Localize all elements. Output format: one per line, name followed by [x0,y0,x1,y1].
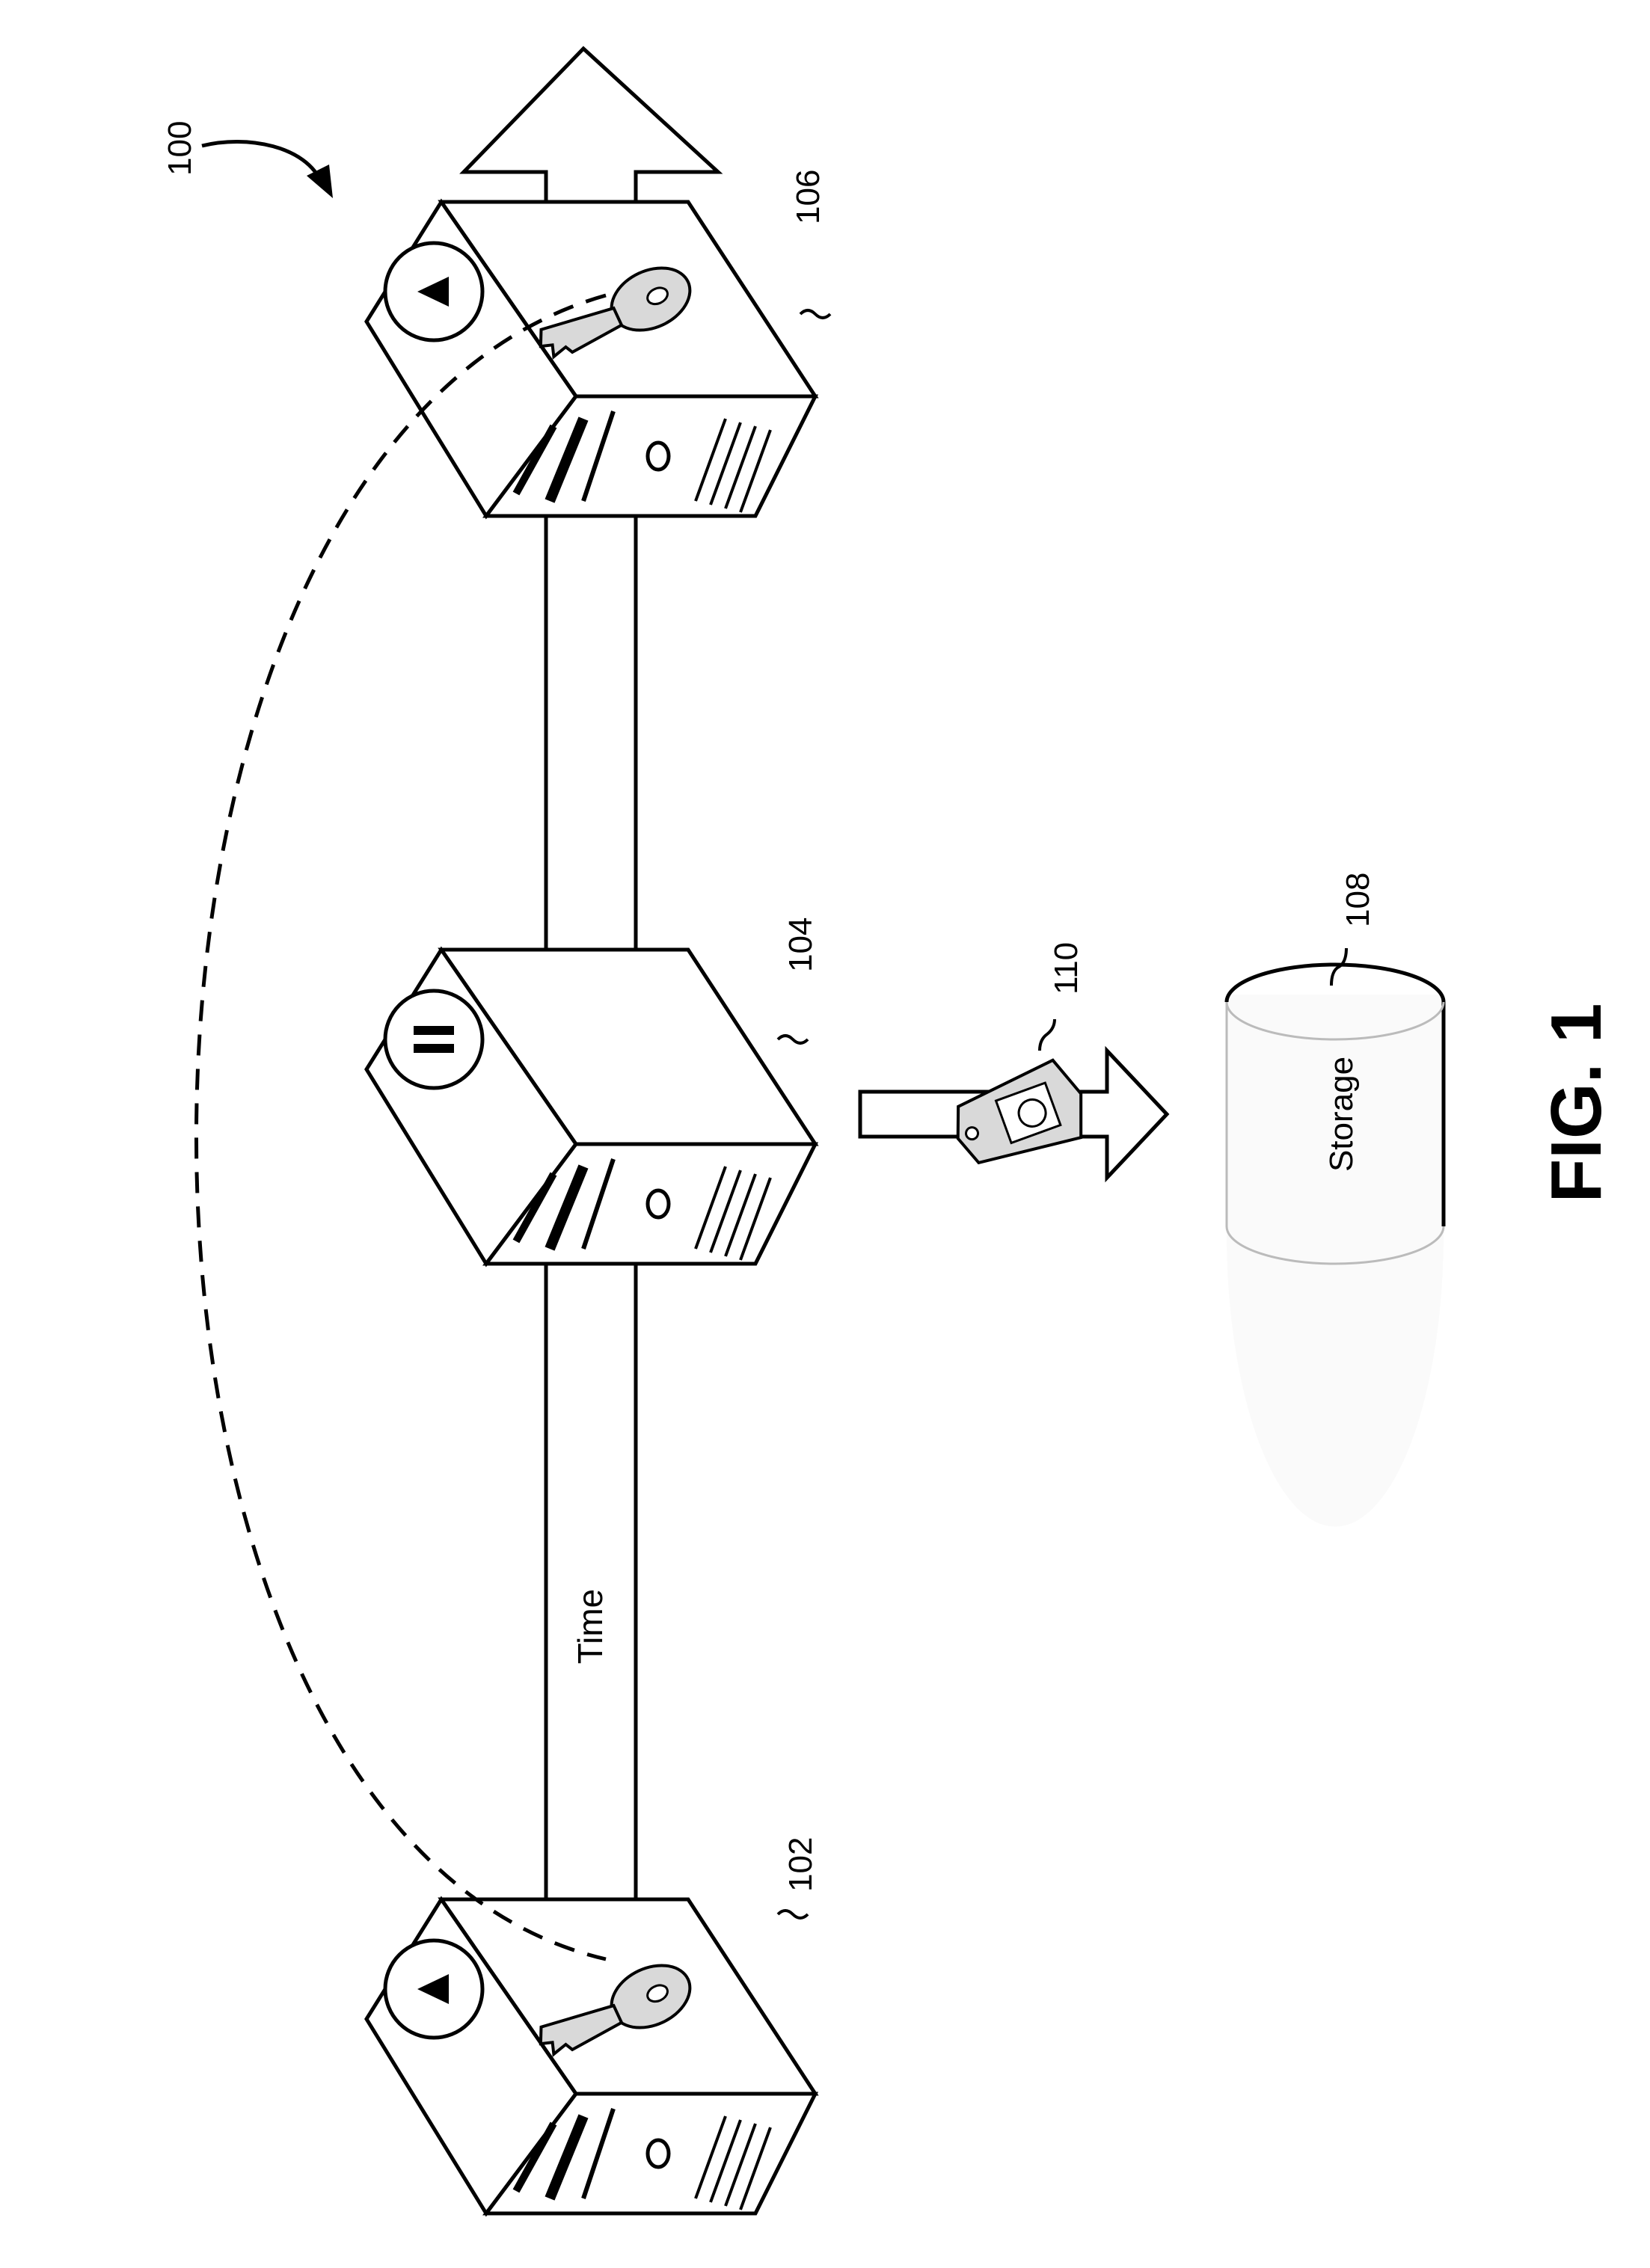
server-106: 106 [367,170,830,516]
pause-icon-bar [414,1044,454,1053]
storage-cylinder: Storage [1227,957,1444,1526]
server-104-ref: 104 [782,918,819,972]
storage-ref: 108 [1340,873,1376,927]
system-reference: 100 [162,121,333,198]
time-label: Time [571,1589,610,1665]
figure-title: FIG. 1 [1536,1004,1616,1203]
snapshot-ref: 110 [1048,942,1085,995]
server-106-ref: 106 [790,170,826,224]
server-104: 104 [367,918,819,1264]
pause-icon [385,991,482,1088]
server-102-ref: 102 [782,1837,819,1892]
snapshot-tag-icon [944,1055,1095,1177]
timeline-arrow-head [464,49,718,209]
pause-icon-bar [414,1026,454,1035]
system-ref-label: 100 [162,121,198,176]
storage-label: Storage [1323,1057,1360,1172]
